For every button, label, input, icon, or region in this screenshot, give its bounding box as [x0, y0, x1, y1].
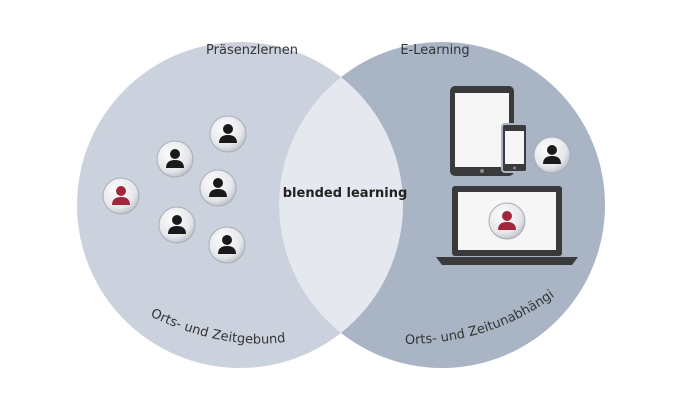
right-circle-title: E-Learning — [400, 43, 469, 58]
smartphone-icon — [501, 123, 528, 173]
left-circle-title: Präsenzlernen — [206, 43, 298, 58]
person-icon — [156, 140, 194, 178]
overlap-label: blended learning — [283, 186, 408, 201]
person-accent-icon — [488, 202, 526, 240]
person-icon — [209, 115, 247, 153]
person-icon — [158, 206, 196, 244]
person-accent-icon — [102, 177, 140, 215]
person-icon — [533, 136, 571, 174]
person-icon — [208, 226, 246, 264]
tablet-icon — [450, 86, 514, 176]
person-icon — [199, 169, 237, 207]
overlap-region — [279, 42, 403, 368]
